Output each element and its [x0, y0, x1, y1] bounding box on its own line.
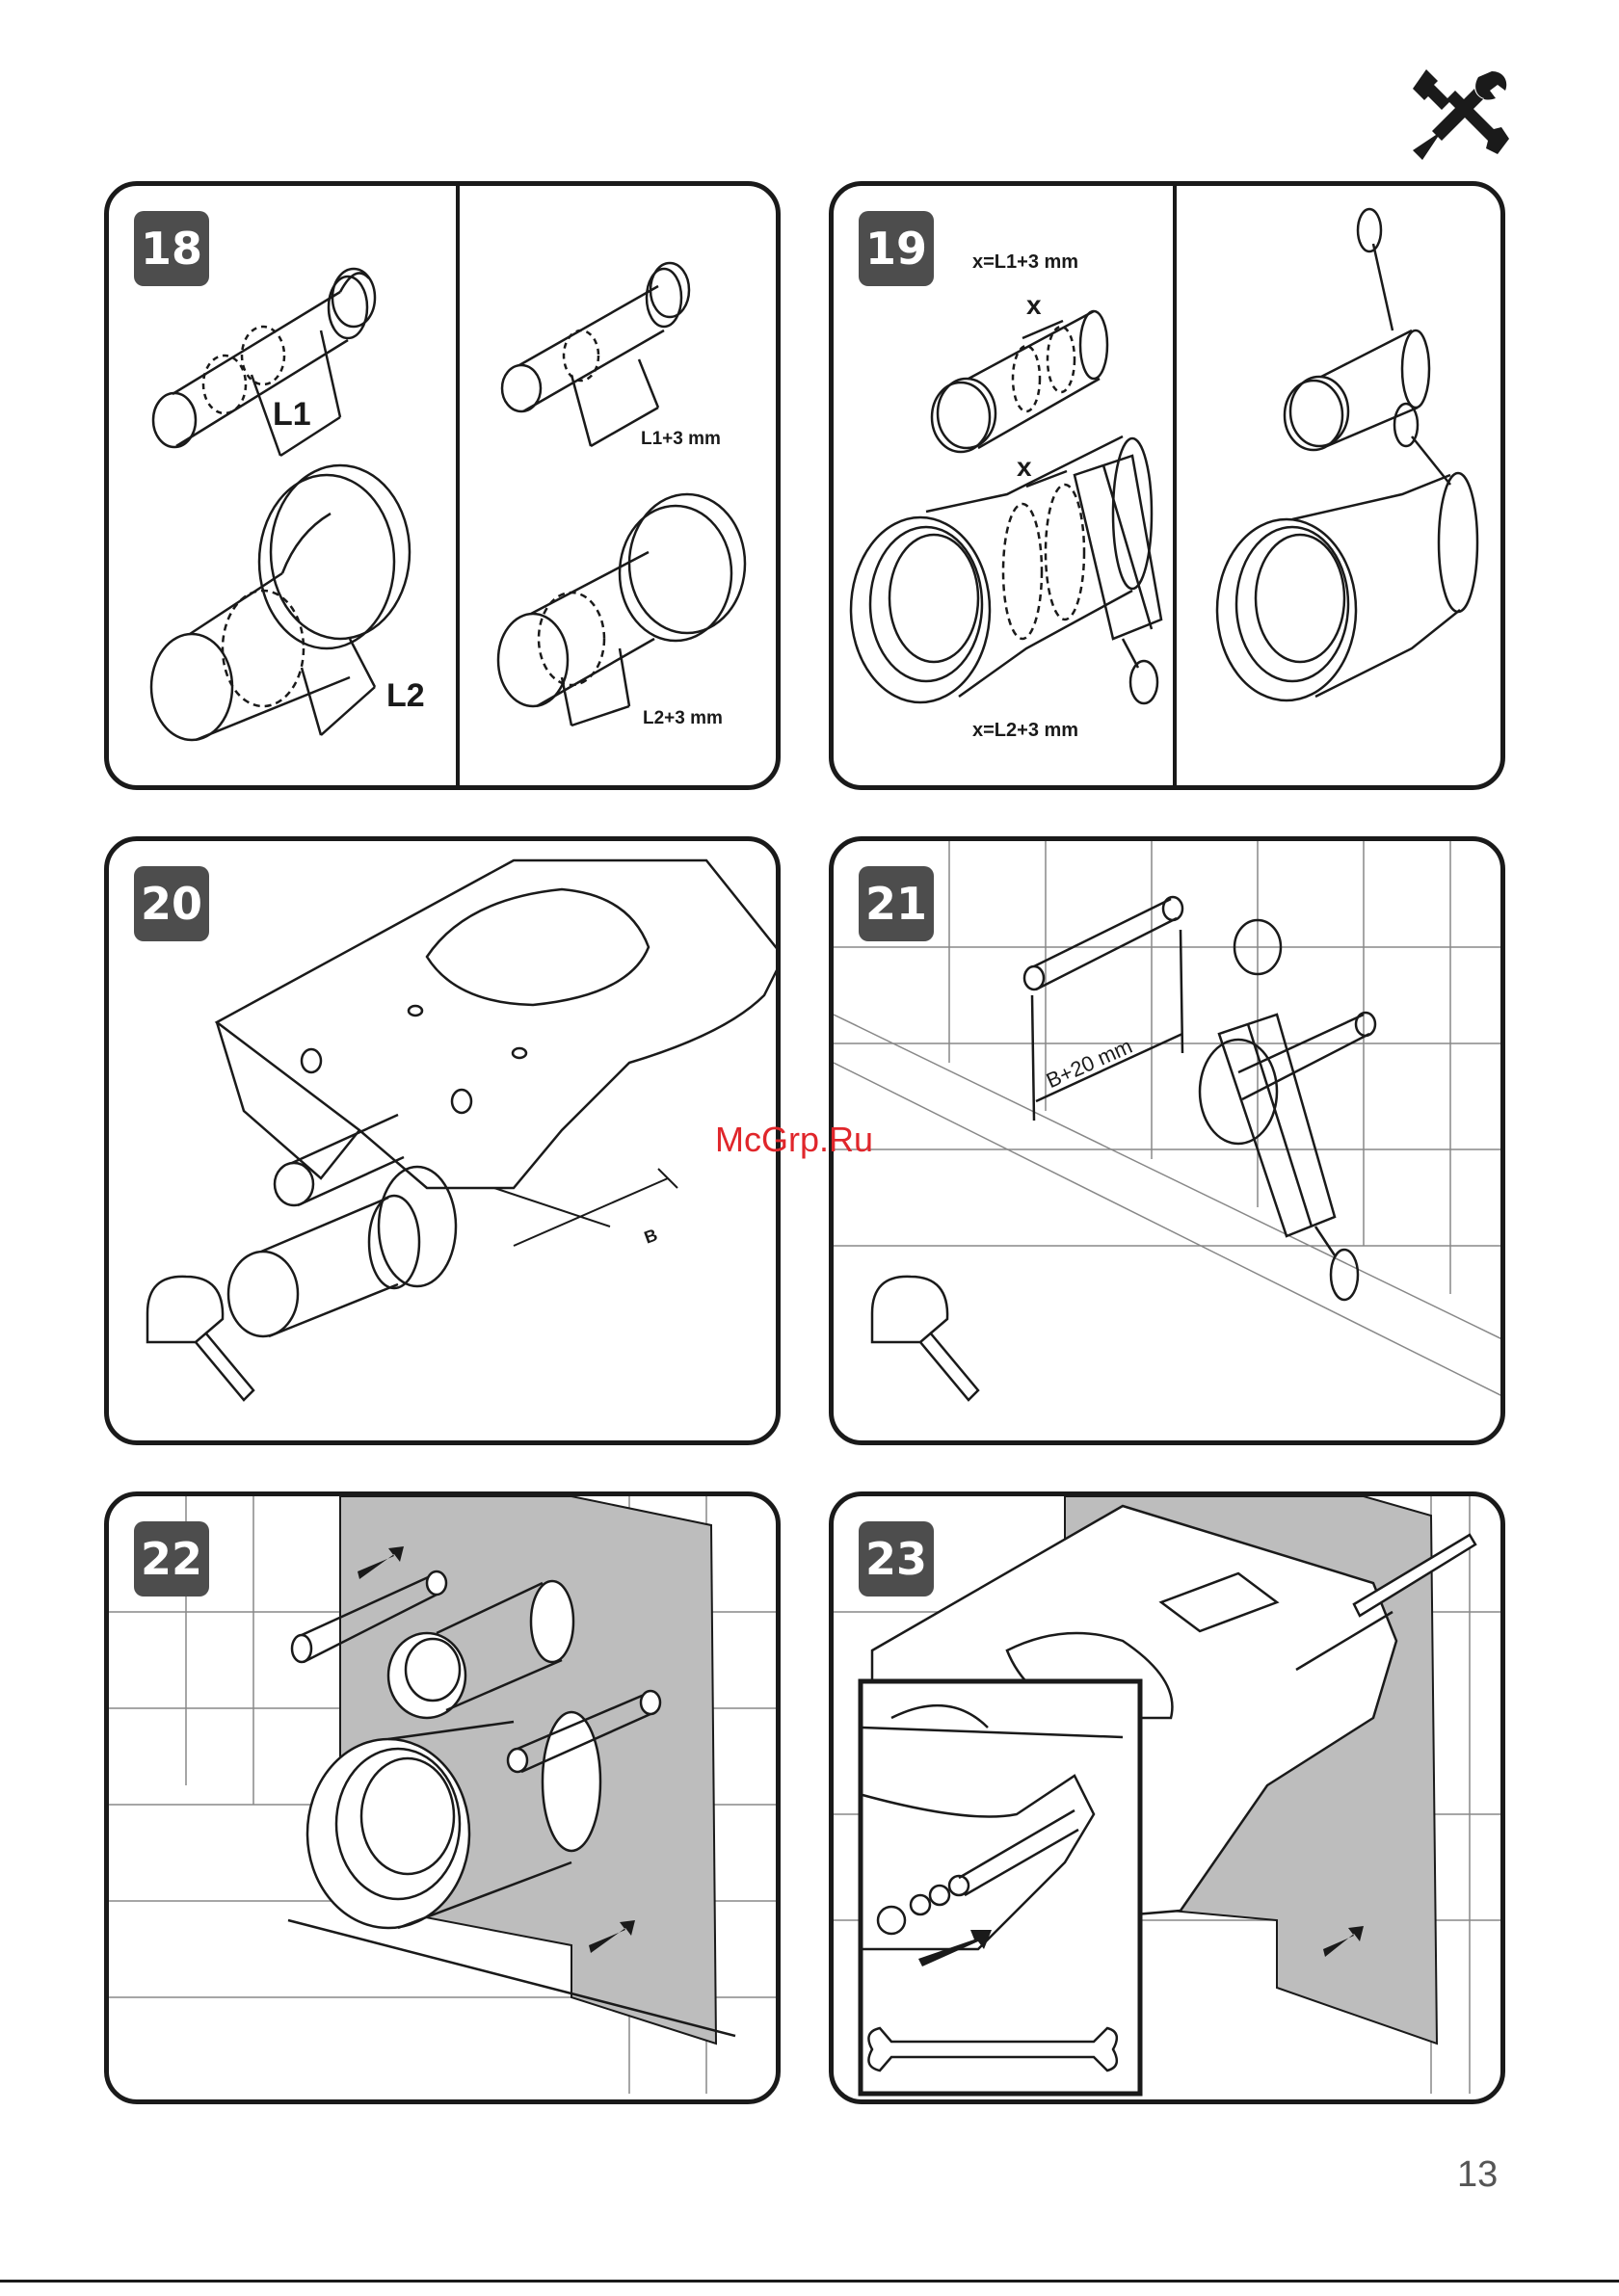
- step-21-panel: 21 B+20 mm: [829, 836, 1505, 1445]
- wall-rods-illustration: [834, 841, 1505, 1445]
- step-18-panel: 18: [104, 181, 781, 790]
- toilet-install-illustration: [834, 1496, 1505, 2104]
- label-l1: L1: [273, 396, 311, 434]
- step-23-panel: 23: [829, 1491, 1505, 2104]
- step-20-panel: 20 B: [104, 836, 781, 1445]
- formula-top: x=L1+3 mm: [972, 251, 1078, 274]
- toilet-measure-illustration: [109, 841, 781, 1445]
- mark-x-top: x: [1026, 290, 1042, 321]
- step-number-badge: 21: [859, 866, 934, 941]
- label-l2-3mm: L2+3 mm: [643, 708, 723, 729]
- step-19-panel: 19: [829, 181, 1505, 790]
- pipe-mount-illustration: [109, 1496, 781, 2104]
- label-l2: L2: [386, 677, 425, 715]
- page-number: 13: [1457, 2154, 1498, 2196]
- tools-icon: [1409, 64, 1513, 168]
- step-22-panel: 22: [104, 1491, 781, 2104]
- pipe-cut-illustration: [834, 186, 1505, 790]
- step-number-badge: 23: [859, 1521, 934, 1597]
- mark-x-bottom: x: [1017, 452, 1032, 483]
- formula-bottom: x=L2+3 mm: [972, 720, 1078, 742]
- step-number-badge: 22: [134, 1521, 209, 1597]
- step-number-badge: 18: [134, 211, 209, 286]
- step-number-badge: 20: [134, 866, 209, 941]
- pipe-measure-illustration: [109, 186, 781, 790]
- footer-rule: [0, 2280, 1619, 2283]
- watermark: McGrp.Ru: [715, 1120, 873, 1160]
- label-l1-3mm: L1+3 mm: [641, 429, 721, 450]
- step-number-badge: 19: [859, 211, 934, 286]
